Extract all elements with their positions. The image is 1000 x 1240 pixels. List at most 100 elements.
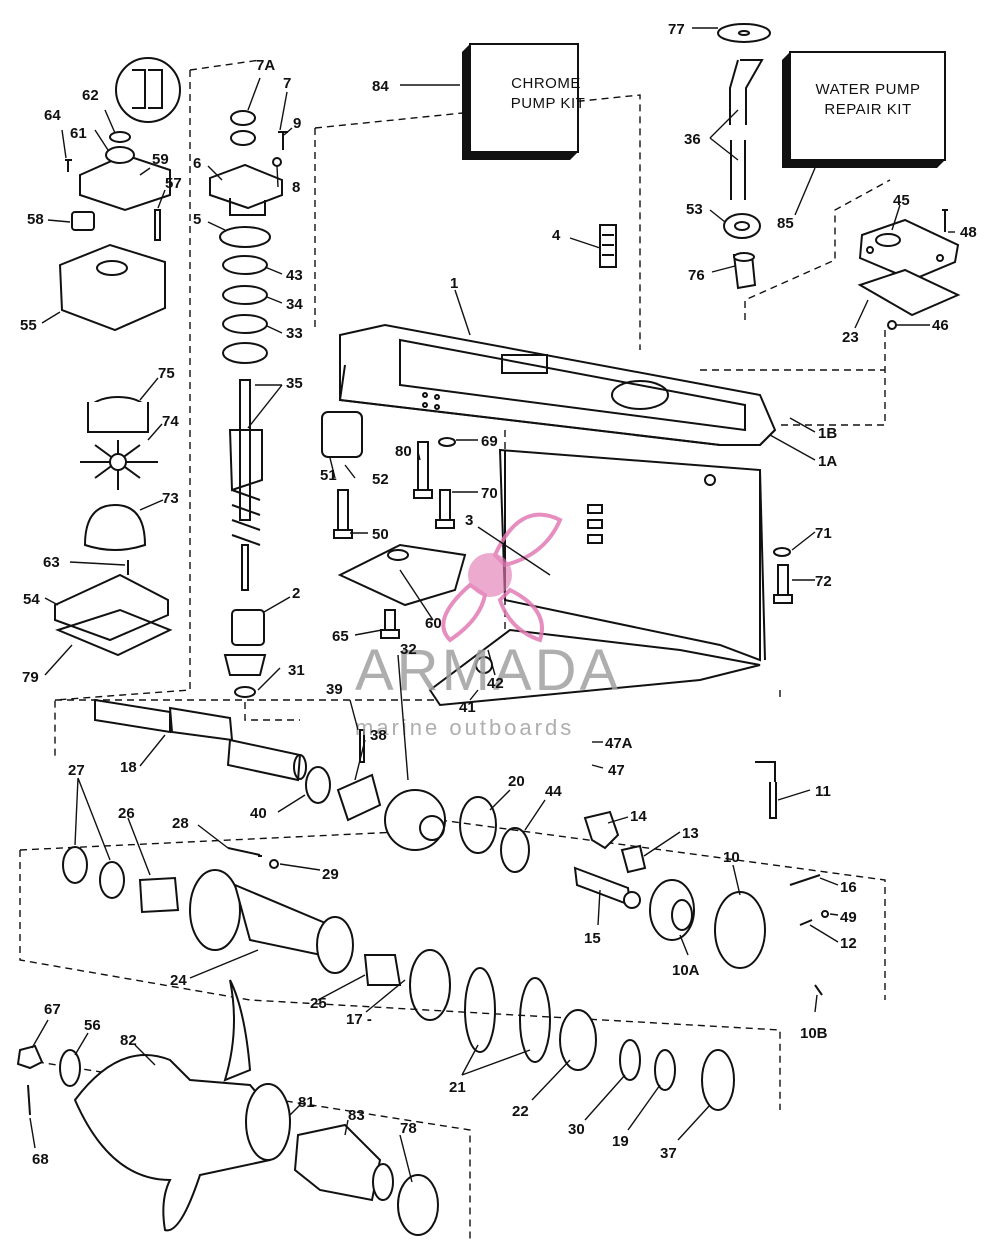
callout-13: 13 bbox=[682, 825, 699, 842]
callout-67: 67 bbox=[44, 1001, 61, 1018]
callout-24: 24 bbox=[170, 972, 187, 989]
housing-bolts bbox=[333, 437, 793, 639]
callout-78: 78 bbox=[400, 1120, 417, 1137]
chrome-kit-line1: CHROME bbox=[511, 75, 581, 92]
callout-33: 33 bbox=[286, 325, 303, 342]
callout-51: 51 bbox=[320, 467, 337, 484]
callout-64: 64 bbox=[44, 107, 61, 124]
propeller-assembly bbox=[16, 979, 439, 1236]
watermark-brand: ARMADA bbox=[355, 638, 621, 703]
callout-7A: 7A bbox=[256, 57, 275, 74]
callout-83: 83 bbox=[348, 1107, 365, 1124]
callout-75: 75 bbox=[158, 365, 175, 382]
callout-29: 29 bbox=[322, 866, 339, 883]
pump-plate-assembly bbox=[857, 209, 961, 330]
callout-12: 12 bbox=[840, 935, 857, 952]
callout-44: 44 bbox=[545, 783, 562, 800]
shift-mechanism bbox=[573, 761, 829, 996]
callout-7: 7 bbox=[283, 75, 291, 92]
callout-69: 69 bbox=[481, 433, 498, 450]
callout-19: 19 bbox=[612, 1133, 629, 1150]
callout-34: 34 bbox=[286, 296, 303, 313]
callout-17: 17 - bbox=[346, 1011, 372, 1028]
callout-38: 38 bbox=[370, 727, 387, 744]
callout-35: 35 bbox=[286, 375, 303, 392]
callout-62: 62 bbox=[82, 87, 99, 104]
callout-1: 1 bbox=[450, 275, 458, 292]
callout-65: 65 bbox=[332, 628, 349, 645]
propeller-shaft-assembly bbox=[62, 698, 735, 1111]
callout-63: 63 bbox=[43, 554, 60, 571]
callout-21: 21 bbox=[449, 1079, 466, 1096]
callout-59: 59 bbox=[152, 151, 169, 168]
callout-50: 50 bbox=[372, 526, 389, 543]
callout-54: 54 bbox=[23, 591, 40, 608]
callout-28: 28 bbox=[172, 815, 189, 832]
callout-14: 14 bbox=[630, 808, 647, 825]
chrome-kit-line2: PUMP KIT bbox=[511, 95, 586, 112]
callout-leaders bbox=[29, 27, 955, 1183]
callout-3: 3 bbox=[465, 512, 473, 529]
callout-49: 49 bbox=[840, 909, 857, 926]
callout-55: 55 bbox=[20, 317, 37, 334]
callout-73: 73 bbox=[162, 490, 179, 507]
callout-56: 56 bbox=[84, 1017, 101, 1034]
watermark-prop-hub bbox=[468, 553, 512, 597]
callout-70: 70 bbox=[481, 485, 498, 502]
callout-25: 25 bbox=[310, 995, 327, 1012]
water-tube-assembly bbox=[717, 23, 771, 290]
callout-1B: 1B bbox=[818, 425, 837, 442]
callout-57: 57 bbox=[165, 175, 182, 192]
callout-45: 45 bbox=[893, 192, 910, 209]
callout-1A: 1A bbox=[818, 453, 837, 470]
callout-10A: 10A bbox=[672, 962, 700, 979]
callout-43: 43 bbox=[286, 267, 303, 284]
callout-10: 10 bbox=[723, 849, 740, 866]
callout-46: 46 bbox=[932, 317, 949, 334]
water-kit-line1: WATER PUMP bbox=[816, 81, 921, 98]
callout-31: 31 bbox=[288, 662, 305, 679]
callout-74: 74 bbox=[162, 413, 179, 430]
chrome-pump-kit-box: CHROME PUMP KIT bbox=[462, 43, 586, 160]
callout-16: 16 bbox=[840, 879, 857, 896]
driveshaft-stack bbox=[209, 110, 288, 698]
callout-36: 36 bbox=[684, 131, 701, 148]
callout-41: 41 bbox=[459, 699, 476, 716]
callout-48: 48 bbox=[960, 224, 977, 241]
callout-53: 53 bbox=[686, 201, 703, 218]
callout-15: 15 bbox=[584, 930, 601, 947]
callout-82: 82 bbox=[120, 1032, 137, 1049]
callout-30: 30 bbox=[568, 1121, 585, 1138]
callout-4: 4 bbox=[552, 227, 561, 244]
callout-68: 68 bbox=[32, 1151, 49, 1168]
callout-numbers: 84 77 36 53 76 85 45 48 23 46 4 1 1B 1A … bbox=[20, 21, 977, 1168]
callout-26: 26 bbox=[118, 805, 135, 822]
watermark-tagline: marine outboards bbox=[355, 715, 574, 740]
watermark-prop-blade bbox=[492, 512, 563, 568]
callout-76: 76 bbox=[688, 267, 705, 284]
callout-27: 27 bbox=[68, 762, 85, 779]
callout-22: 22 bbox=[512, 1103, 529, 1120]
callout-61: 61 bbox=[70, 125, 87, 142]
callout-84: 84 bbox=[372, 78, 389, 95]
callout-42: 42 bbox=[487, 675, 504, 692]
callout-39: 39 bbox=[326, 681, 343, 698]
callout-37: 37 bbox=[660, 1145, 677, 1162]
callout-5: 5 bbox=[193, 211, 201, 228]
callout-80: 80 bbox=[395, 443, 412, 460]
callout-6: 6 bbox=[193, 155, 201, 172]
callout-52: 52 bbox=[372, 471, 389, 488]
callout-47A: 47A bbox=[605, 735, 633, 752]
callout-23: 23 bbox=[842, 329, 859, 346]
callout-20: 20 bbox=[508, 773, 525, 790]
callout-58: 58 bbox=[27, 211, 44, 228]
water-kit-line2: REPAIR KIT bbox=[824, 101, 911, 118]
callout-60: 60 bbox=[425, 615, 442, 632]
water-pump-repair-kit-box: WATER PUMP REPAIR KIT bbox=[782, 51, 946, 168]
callout-72: 72 bbox=[815, 573, 832, 590]
callout-9: 9 bbox=[293, 115, 301, 132]
callout-71: 71 bbox=[815, 525, 832, 542]
callout-47: 47 bbox=[608, 762, 625, 779]
callout-85: 85 bbox=[777, 215, 794, 232]
